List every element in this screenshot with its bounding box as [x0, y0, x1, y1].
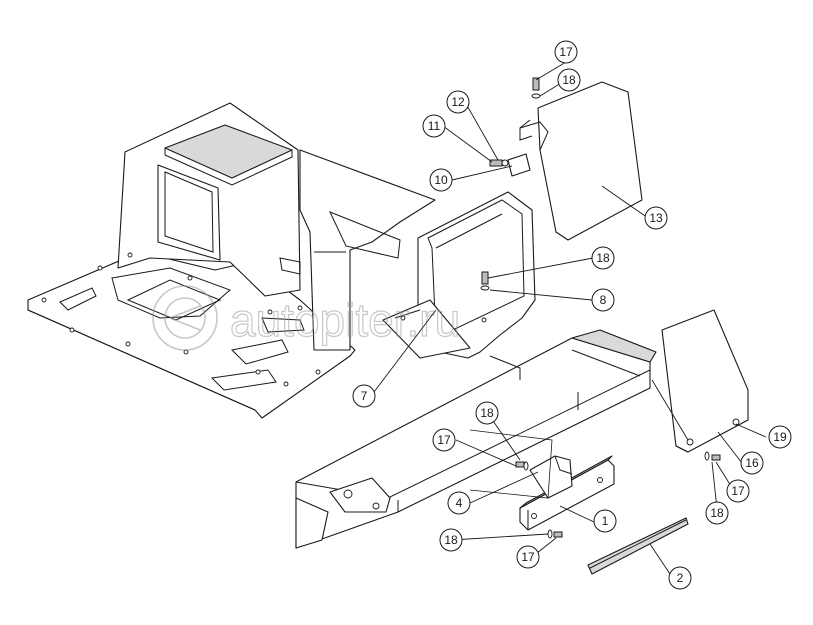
callout-4: 4 [447, 491, 471, 515]
callout-label: 16 [745, 456, 759, 470]
lower-bracket-part-1 [469, 429, 615, 531]
callout-label: 17 [437, 433, 451, 447]
upper-side-panel-part-13 [519, 81, 643, 241]
callout-17-low: 17 [516, 545, 540, 569]
callout-label: 17 [521, 550, 535, 564]
callout-label: 18 [562, 73, 576, 87]
callout-label: 18 [710, 506, 724, 520]
watermark-text: autopiter.ru [230, 294, 460, 346]
callout-17-top: 17 [554, 40, 578, 64]
callout-8: 8 [591, 288, 615, 312]
callout-2: 2 [668, 566, 692, 590]
callout-label: 18 [480, 406, 494, 420]
callout-18-low: 18 [439, 528, 463, 552]
callout-label: 18 [596, 251, 610, 265]
callout-10: 10 [429, 168, 453, 192]
callout-1: 1 [593, 509, 617, 533]
leader-lines [373, 61, 767, 575]
strip-part-2 [587, 517, 689, 575]
callout-label: 10 [434, 173, 448, 187]
callout-label: 18 [444, 533, 458, 547]
callout-label: 2 [677, 571, 684, 585]
callout-label: 7 [361, 389, 368, 403]
callout-label: 11 [428, 119, 441, 133]
callout-11: 11 [422, 114, 446, 138]
small-bracket-part-10 [489, 153, 531, 177]
callout-label: 12 [451, 95, 465, 109]
callout-12: 12 [446, 90, 470, 114]
callout-label: 17 [559, 45, 573, 59]
cab-floor-assembly [27, 102, 436, 419]
callout-label: 19 [773, 430, 787, 444]
callout-label: 8 [600, 293, 607, 307]
callout-17-mid: 17 [432, 428, 456, 452]
right-side-panel-part-19 [661, 309, 749, 453]
seat-support-bracket [382, 191, 536, 359]
callout-18-right: 18 [705, 501, 729, 525]
callout-label: 13 [649, 211, 663, 225]
callout-19: 19 [768, 425, 792, 449]
callout-7: 7 [352, 384, 376, 408]
autopiter-watermark-logo [152, 285, 218, 351]
callout-17-right: 17 [726, 479, 750, 503]
callout-16: 16 [740, 451, 764, 475]
callout-18-top: 18 [557, 68, 581, 92]
callout-label: 17 [731, 484, 745, 498]
callout-18-mid: 18 [475, 401, 499, 425]
callout-13: 13 [644, 206, 668, 230]
frame-channel [295, 329, 657, 549]
callout-18-center: 18 [591, 246, 615, 270]
bolts-and-washers [480, 77, 721, 539]
callout-label: 4 [456, 496, 463, 510]
callout-label: 1 [602, 514, 609, 528]
